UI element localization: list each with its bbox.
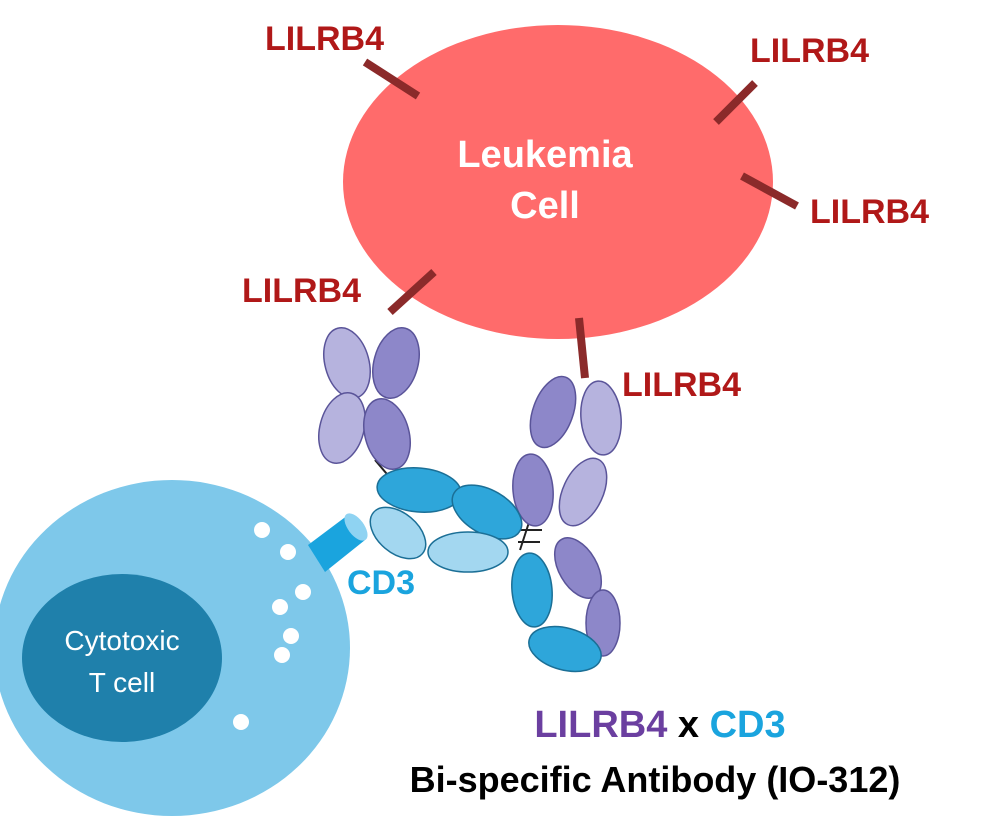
title-separator: x [678, 704, 710, 746]
leukemia-cell-label-line1: Leukemia [457, 134, 633, 176]
lilrb4-label: LILRB4 [622, 366, 741, 404]
lilrb4-domain [529, 375, 577, 449]
leukemia-cell: Leukemia Cell [343, 25, 773, 339]
cd3-binding-domain [369, 506, 427, 560]
fc-domain [528, 625, 602, 673]
t-cell-nucleus [22, 574, 222, 742]
lilrb4-domain [372, 327, 420, 399]
cd3-binding-domain [427, 531, 509, 573]
t-cell: Cytotoxic T cell [0, 480, 350, 816]
cd3-label: CD3 [347, 564, 415, 602]
granule [295, 584, 311, 600]
t-cell-label-line2: T cell [89, 667, 155, 698]
fc-domain [585, 589, 621, 657]
lilrb4-domain [363, 398, 411, 470]
lilrb4-domain [318, 392, 366, 464]
lilrb4-stalk [387, 269, 437, 315]
lilrb4-labels: LILRB4 LILRB4 LILRB4 LILRB4 LILRB4 [242, 20, 929, 404]
diagram-title-line1: LILRB4 x CD3 [534, 704, 785, 746]
lilrb4-domain [558, 457, 608, 527]
lilrb4-label: LILRB4 [750, 32, 869, 70]
diagram-title-line2: Bi-specific Antibody (IO-312) [410, 759, 901, 800]
lilrb4-domain [323, 327, 371, 399]
lilrb4-label: LILRB4 [242, 272, 361, 310]
lilrb4-label: LILRB4 [810, 193, 929, 231]
leukemia-cell-body [343, 25, 773, 339]
title-lilrb4: LILRB4 [534, 704, 667, 746]
granule [272, 599, 288, 615]
granules [233, 522, 311, 730]
lilrb4-stalk [713, 80, 758, 125]
cd3-binding-domain [451, 484, 523, 540]
granule [280, 544, 296, 560]
fc-domain [511, 552, 553, 628]
t-cell-label-line1: Cytotoxic [64, 625, 179, 656]
granule [283, 628, 299, 644]
title-cd3: CD3 [710, 704, 786, 746]
lilrb4-receptors [362, 58, 799, 379]
lilrb4-stalk [740, 172, 799, 210]
lilrb4-stalk [362, 58, 421, 100]
cd3-stalk-cap [344, 513, 368, 541]
granule [274, 647, 290, 663]
lilrb4-domain [580, 380, 622, 456]
cd3-receptor: CD3 [308, 513, 415, 602]
lilrb4-label: LILRB4 [265, 20, 384, 58]
bispecific-antibody [318, 327, 622, 673]
lilrb4-domain [512, 453, 554, 527]
granule [254, 522, 270, 538]
lilrb4-stalk [575, 317, 589, 379]
granule [233, 714, 249, 730]
leukemia-cell-label-line2: Cell [510, 185, 580, 227]
